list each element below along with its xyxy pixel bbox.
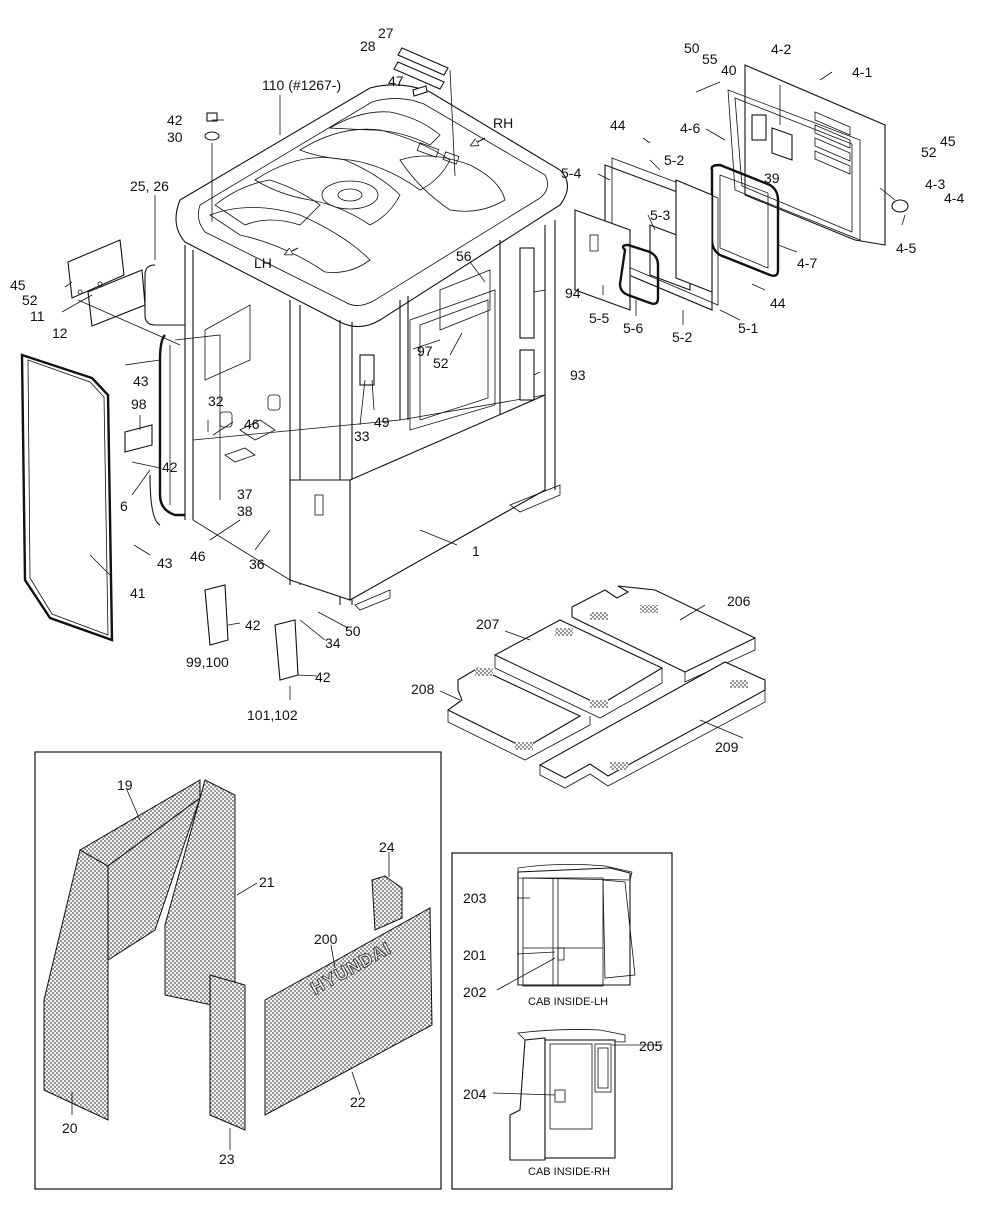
callout-6: 6 [120, 498, 128, 514]
callout-50: 50 [684, 40, 700, 56]
inset-cab-inside-frame [451, 852, 673, 1190]
callout-44-right: 44 [770, 295, 786, 311]
callout-12: 12 [52, 325, 68, 341]
callout-43-lower: 43 [157, 555, 173, 571]
callout-5-3: 5-3 [650, 207, 670, 223]
callout-209: 209 [715, 739, 739, 755]
callout-203: 203 [463, 890, 487, 906]
callout-20: 20 [62, 1120, 78, 1136]
caption-cab-inside-lh: CAB INSIDE-LH [528, 996, 608, 1008]
fastener-42-30 [204, 112, 220, 222]
callout-38: 38 [237, 503, 253, 519]
callout-5-5: 5-5 [589, 310, 609, 326]
callout-4-4: 4-4 [944, 190, 964, 206]
inset-sound-panels-frame [34, 751, 442, 1190]
callout-47: 47 [388, 73, 404, 89]
callout-labels: 50 55 40 4-2 4-1 27 28 47 110 (#1267-) 4… [10, 25, 964, 1167]
callout-110: 110 (#1267-) [262, 77, 341, 93]
caption-cab-inside-rh: CAB INSIDE-RH [528, 1166, 610, 1178]
callout-42-bottom: 42 [315, 669, 331, 685]
callout-205: 205 [639, 1038, 663, 1054]
callout-5-2-bottom: 5-2 [672, 329, 692, 345]
leader-lines [61, 71, 906, 1150]
callout-50-bottom: 50 [345, 623, 361, 639]
callout-206: 206 [727, 593, 751, 609]
callout-43-upper: 43 [133, 373, 149, 389]
callout-49: 49 [374, 414, 390, 430]
cab-frame [144, 84, 569, 611]
callout-23: 23 [219, 1151, 235, 1167]
callout-37: 37 [237, 486, 253, 502]
side-vent-assembly [710, 64, 909, 278]
callout-4-3: 4-3 [925, 176, 945, 192]
callout-11: 11 [30, 308, 45, 324]
callout-45-left: 45 [10, 277, 26, 293]
callout-202: 202 [463, 984, 487, 1000]
callout-200: 200 [314, 931, 338, 947]
callout-204: 204 [463, 1086, 487, 1102]
callout-98: 98 [131, 396, 147, 412]
callout-4-5: 4-5 [896, 240, 916, 256]
callout-42-lower: 42 [245, 617, 261, 633]
callout-97: 97 [417, 343, 433, 359]
top-hinge-parts [393, 47, 456, 177]
callout-4-2: 4-2 [771, 41, 791, 57]
callout-24: 24 [379, 839, 395, 855]
callout-55: 55 [702, 51, 718, 67]
callout-45-right: 45 [940, 133, 956, 149]
callout-52-mid: 52 [433, 355, 449, 371]
callout-52-left: 52 [22, 292, 38, 308]
side-panel-assembly [574, 157, 719, 311]
callout-5-4: 5-4 [561, 165, 581, 181]
callout-28: 28 [360, 38, 376, 54]
callout-40: 40 [721, 62, 737, 78]
callout-201: 201 [463, 947, 487, 963]
callout-41: 41 [130, 585, 146, 601]
callout-46-upper: 46 [244, 416, 260, 432]
callout-34: 34 [325, 635, 341, 651]
callout-99-100: 99,100 [186, 654, 229, 670]
callout-22: 22 [350, 1094, 366, 1110]
window-seal-41 [20, 353, 114, 642]
callout-208: 208 [411, 681, 435, 697]
callout-33: 33 [354, 428, 370, 444]
callout-5-1: 5-1 [738, 320, 758, 336]
callout-46-lower: 46 [190, 548, 206, 564]
callout-52-right: 52 [921, 144, 937, 160]
callout-5-2-top: 5-2 [664, 152, 684, 168]
cab-inside-lh [517, 864, 636, 987]
callout-39: 39 [764, 170, 780, 186]
floor-mats [446, 585, 766, 789]
sound-panels [43, 779, 433, 1131]
callout-21: 21 [259, 874, 275, 890]
callout-30: 30 [167, 129, 183, 145]
bracket-11-12 [67, 239, 146, 327]
callout-101-102: 101,102 [247, 707, 298, 723]
callout-1: 1 [472, 543, 480, 559]
callout-56: 56 [456, 248, 472, 264]
callout-25-26: 25, 26 [130, 178, 169, 194]
callout-94: 94 [565, 285, 581, 301]
callout-5-6: 5-6 [623, 320, 643, 336]
cab-inside-rh [509, 1029, 626, 1161]
callout-207: 207 [476, 616, 500, 632]
callout-19: 19 [117, 777, 133, 793]
callout-32: 32 [208, 393, 224, 409]
callout-4-1: 4-1 [852, 64, 872, 80]
callout-rh: RH [493, 115, 513, 131]
callout-lh: LH [254, 255, 272, 271]
bottom-brackets [124, 424, 299, 700]
callout-27: 27 [378, 25, 394, 41]
callout-4-7: 4-7 [797, 255, 817, 271]
callout-36: 36 [249, 556, 265, 572]
callout-44-top: 44 [610, 117, 626, 133]
callout-93: 93 [570, 367, 586, 383]
callout-4-6: 4-6 [680, 120, 700, 136]
callout-42-top: 42 [167, 112, 183, 128]
callout-42-mid: 42 [162, 459, 178, 475]
